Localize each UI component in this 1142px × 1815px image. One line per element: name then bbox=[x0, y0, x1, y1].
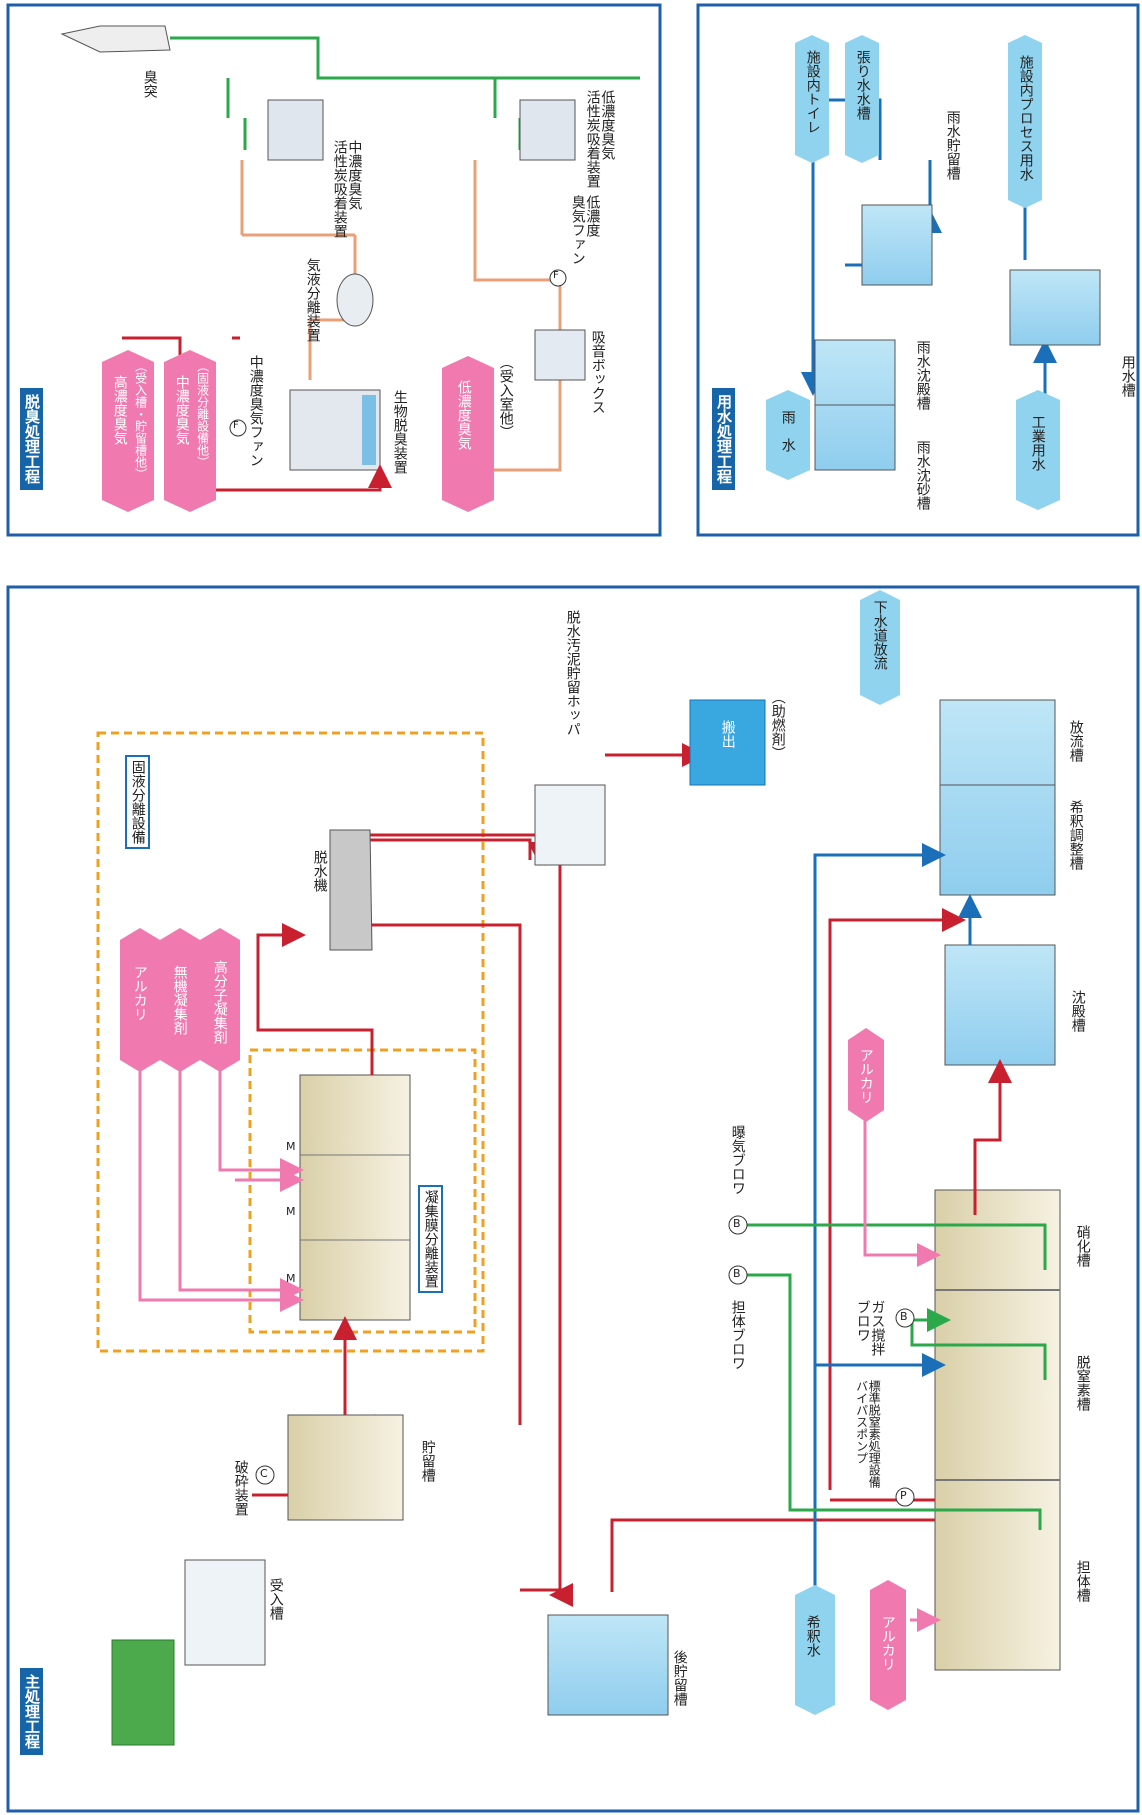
sediment-tank-icon bbox=[944, 944, 1056, 1066]
crusher-label: 破砕装置 bbox=[232, 1460, 249, 1516]
dilution-tank-label: 希釈調整槽 bbox=[1067, 800, 1084, 870]
deodor-title: 脱臭処理工程 bbox=[20, 388, 43, 490]
rain-label: 雨 水 bbox=[779, 410, 796, 452]
hopper-icon bbox=[534, 784, 606, 866]
industrial-label: 工業用水 bbox=[1029, 415, 1046, 471]
stack-icon bbox=[60, 25, 171, 53]
mid-fan-icon bbox=[229, 419, 247, 437]
bio-deodor-label: 生物脱臭装置 bbox=[391, 390, 408, 474]
carrier-blower-mark: B bbox=[733, 1267, 741, 1280]
low-fan-label: 低濃度 臭気ファン bbox=[569, 195, 601, 265]
post-storage-tank-icon bbox=[547, 1614, 669, 1716]
bypass-pump-mark: P bbox=[900, 1489, 907, 1502]
carrier-blower-label: 担体ブロワ bbox=[729, 1300, 746, 1370]
dehydrator-icon bbox=[329, 829, 373, 951]
main-title: 主処理工程 bbox=[20, 1668, 43, 1755]
aeration-blower-icon bbox=[728, 1215, 748, 1235]
gas-separator-icon bbox=[336, 273, 374, 327]
toilet-label: 施設内トイレ bbox=[804, 50, 821, 134]
main-panel-frame bbox=[6, 585, 1140, 1813]
post-storage-label: 後貯留槽 bbox=[671, 1650, 688, 1706]
low-src-sub: （受入室他） bbox=[497, 355, 514, 439]
thickener-tank-icon bbox=[299, 1074, 411, 1321]
bio-tanks-icon bbox=[934, 1189, 1061, 1671]
carrier-tank-label: 担体槽 bbox=[1074, 1560, 1091, 1602]
dilution-water-label: 希釈水 bbox=[804, 1615, 821, 1657]
rain-store-label: 雨水貯留槽 bbox=[944, 110, 961, 180]
low-fan-mark: F bbox=[553, 270, 559, 281]
denitr-label: 脱窒素槽 bbox=[1074, 1355, 1091, 1411]
low-fan-icon bbox=[549, 269, 567, 287]
process-label: 施設内プロセス用水 bbox=[1017, 55, 1034, 181]
labels-shapes bbox=[102, 35, 1060, 1715]
truck-label: 搬出 bbox=[719, 720, 736, 748]
alkali-label: アルカリ bbox=[131, 965, 148, 1021]
hopper-label: 脱水汚泥貯留ホッパ bbox=[564, 610, 581, 736]
low-adsorber-icon bbox=[519, 99, 576, 161]
sprinkle-label: 張り水水槽 bbox=[854, 50, 871, 120]
truck-icon bbox=[689, 699, 766, 786]
water-tank-label: 用水槽 bbox=[1119, 355, 1136, 397]
alkali2-label: アルカリ bbox=[857, 1048, 874, 1104]
low-src-label: 低濃度臭気 bbox=[455, 380, 472, 450]
motor-mark-3: M bbox=[286, 1272, 296, 1285]
silencer-label: 吸音ボックス bbox=[589, 330, 606, 414]
motor-mark-2: M bbox=[286, 1205, 296, 1218]
bypass-pump-icon bbox=[895, 1487, 915, 1507]
discharge-label: 放流槽 bbox=[1067, 720, 1084, 762]
main-diagram bbox=[96, 640, 1061, 1746]
gas-mix-label: ガス撹拌 ブロワ bbox=[854, 1300, 886, 1356]
collection-truck-icon bbox=[111, 1639, 175, 1746]
gas-mix-blower-mark: B bbox=[900, 1310, 908, 1323]
crusher-icon bbox=[255, 1465, 275, 1485]
mid-src-label: 中濃度臭気 bbox=[173, 375, 190, 445]
storage-label: 貯留槽 bbox=[419, 1440, 436, 1482]
alkali3-label: アルカリ bbox=[879, 1615, 896, 1671]
storage-tank-icon bbox=[287, 1414, 404, 1521]
dilution-discharge-tank-icon bbox=[939, 699, 1056, 896]
receiving-label: 受入槽 bbox=[267, 1578, 284, 1620]
water-diagram bbox=[801, 98, 1101, 471]
mid-fan-mark: F bbox=[233, 420, 239, 431]
deodor-diagram bbox=[60, 25, 640, 492]
high-src-label: 高濃度臭気 bbox=[111, 375, 128, 445]
nitr-label: 硝化槽 bbox=[1074, 1225, 1091, 1267]
rain-storage-tank bbox=[861, 204, 933, 286]
mid-src-sub: （固液分離設備他） bbox=[195, 360, 210, 468]
sewer-label: 下水道放流 bbox=[871, 600, 888, 670]
inorganic-label: 無機凝集剤 bbox=[171, 965, 188, 1035]
polymer-label: 高分子凝集剤 bbox=[211, 960, 228, 1044]
carrier-blower-icon bbox=[728, 1265, 748, 1285]
mid-adsorber-icon bbox=[267, 99, 324, 161]
solid-sep-label: 固液分離設備 bbox=[125, 755, 150, 849]
sediment-label: 沈殿槽 bbox=[1069, 990, 1086, 1032]
thickener-label: 凝集膜分離装置 bbox=[418, 1185, 443, 1293]
mid-adsorber-label: 中濃度臭気 活性炭吸着装置 bbox=[331, 140, 363, 238]
sand-label: 雨水沈砂槽 bbox=[914, 440, 931, 510]
receiving-tank-icon bbox=[184, 1559, 266, 1666]
stack-label: 臭突 bbox=[141, 70, 158, 98]
crusher-mark: C bbox=[260, 1467, 268, 1480]
gas-mix-blower-icon bbox=[895, 1308, 915, 1328]
high-src-sub: （受入槽・貯留槽他） bbox=[133, 360, 148, 480]
dehydrator-label: 脱水機 bbox=[311, 850, 328, 892]
deodor-panel-frame bbox=[6, 3, 662, 537]
gas-separator-label: 気液分離装置 bbox=[304, 258, 321, 342]
water-tank bbox=[1009, 269, 1101, 346]
water-panel-frame bbox=[696, 3, 1140, 537]
aeration-blower-label: 曝気ブロワ bbox=[729, 1125, 746, 1195]
water-title: 用水処理工程 bbox=[712, 388, 735, 490]
settle-label: 雨水沈殿槽 bbox=[914, 340, 931, 410]
motor-mark-1: M bbox=[286, 1140, 296, 1153]
mid-fan-label: 中濃度臭気ファン bbox=[247, 355, 264, 467]
aeration-blower-mark: B bbox=[733, 1217, 741, 1230]
silencer-icon bbox=[534, 329, 586, 381]
fuel-label: （助燃剤） bbox=[769, 690, 786, 760]
low-adsorber-label: 低濃度臭気 活性炭吸着装置 bbox=[584, 90, 616, 188]
bypass-label: 標準脱窒素処理設備 バイパスポンプ bbox=[854, 1380, 882, 1488]
